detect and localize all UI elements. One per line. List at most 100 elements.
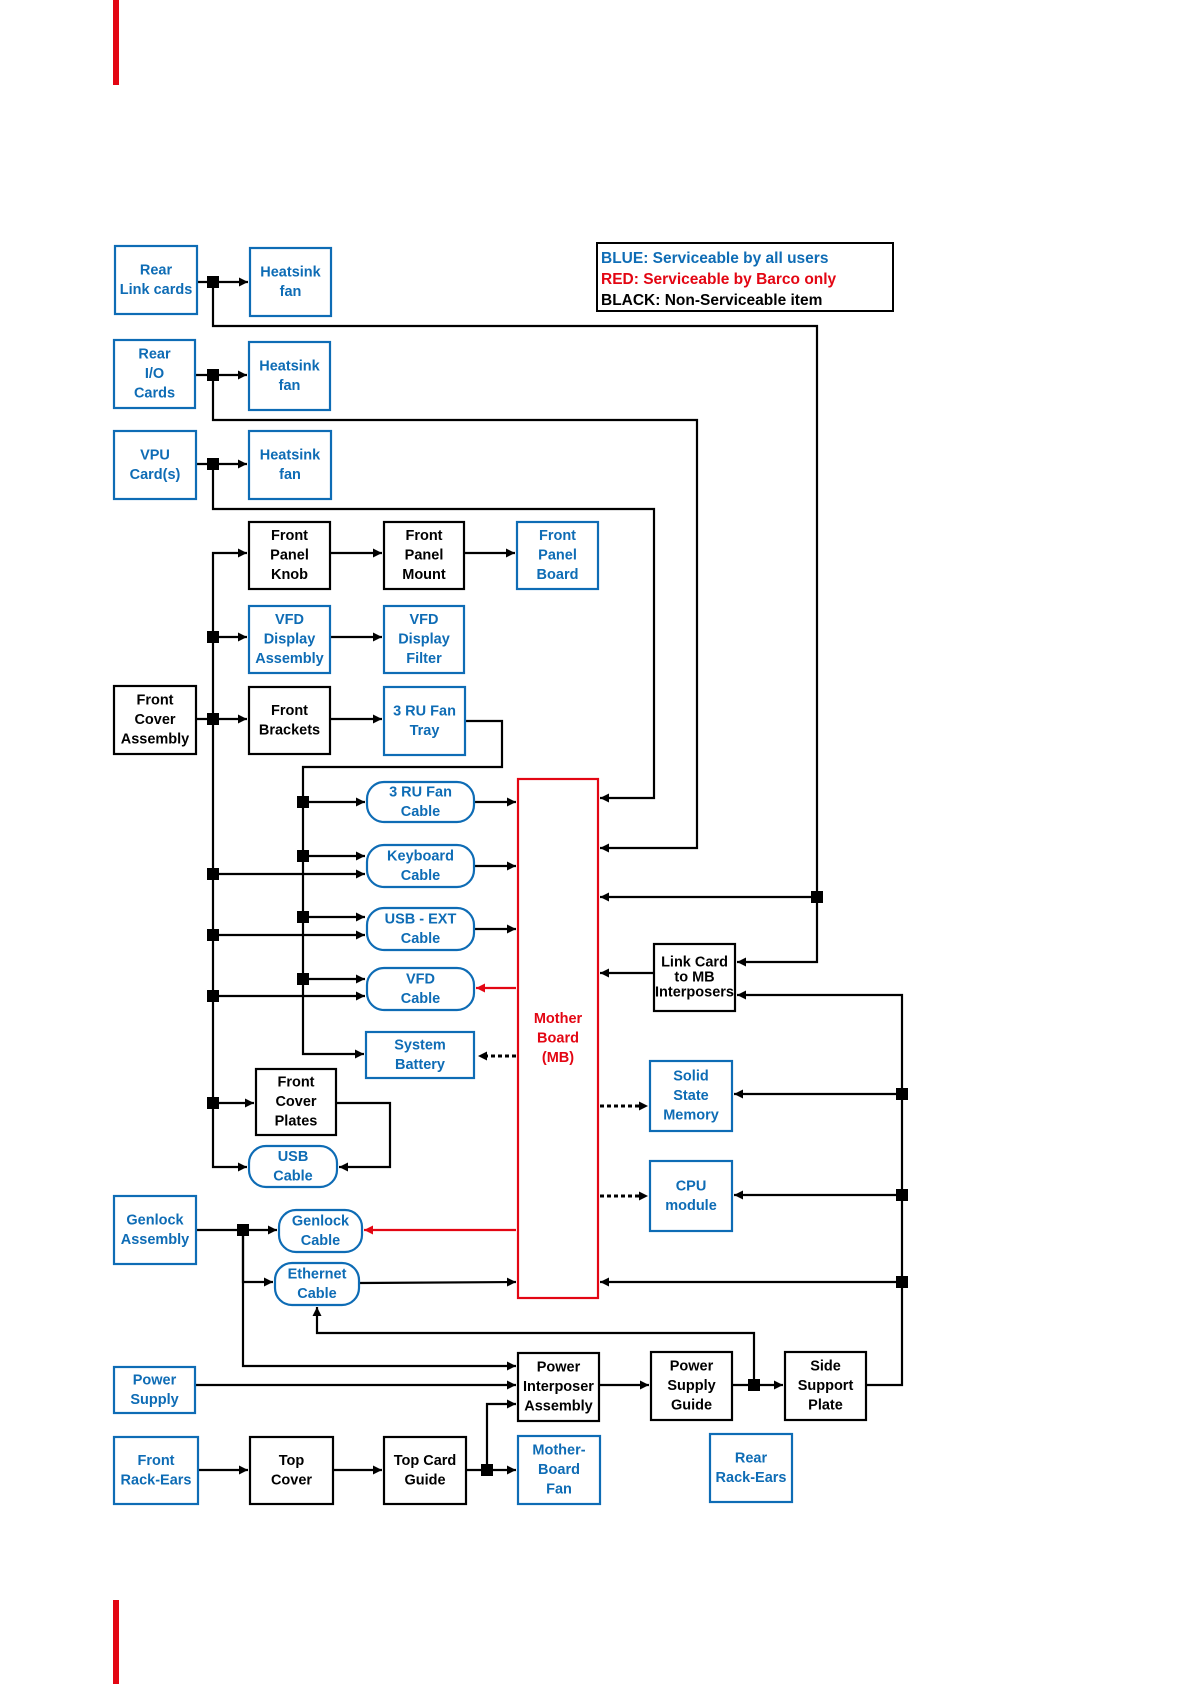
node-label: fan: [279, 378, 301, 394]
dashed-connector-arrowhead: [639, 1191, 648, 1201]
node-box: [247, 685, 332, 756]
node-label: Ethernet: [288, 1266, 347, 1282]
node-label: Brackets: [259, 722, 320, 738]
node-box: [648, 1059, 734, 1133]
legend-item-blue: BLUE: Serviceable by all users: [601, 250, 828, 267]
junction-square: [896, 1088, 908, 1100]
node-box: [382, 520, 466, 591]
connector-arrow: [211, 548, 247, 719]
node-label: Display: [264, 632, 316, 648]
node-label: Cable: [273, 1168, 313, 1184]
node-label: Rear: [138, 347, 171, 363]
junction-square: [207, 1097, 219, 1109]
node-label: I/O: [145, 366, 164, 382]
node-label: 3 RU Fan: [389, 784, 452, 800]
node-label: Board: [537, 567, 579, 583]
node-box: [516, 1434, 602, 1506]
node-label: Fan: [546, 1482, 572, 1498]
node-label: Front: [271, 703, 308, 719]
node-label: Supply: [130, 1392, 178, 1408]
node-box: [515, 520, 600, 591]
node-vfd-cable: VFD Cable: [365, 966, 476, 1012]
dashed-connector-arrowhead: [478, 1051, 487, 1061]
node-box: [247, 604, 332, 675]
connector-arrow: [211, 282, 819, 967]
node-label: Cable: [401, 991, 441, 1007]
node-label: Support: [798, 1378, 854, 1394]
node-box: [382, 685, 467, 757]
legend-text: Serviceable by Barco only: [643, 271, 836, 288]
node-label: Power: [133, 1372, 177, 1388]
node-label: Interposers: [655, 985, 734, 1001]
node-box: [273, 1261, 361, 1307]
node-label: Card(s): [130, 467, 181, 483]
node-label: Front: [277, 1075, 314, 1091]
connector-arrow: [485, 1399, 516, 1470]
node-label: USB: [278, 1149, 309, 1165]
node-box: [516, 1351, 601, 1423]
junction-square: [207, 276, 219, 288]
node-label: Filter: [406, 651, 442, 667]
node-label: Cards: [134, 386, 175, 402]
node-label: Mother-: [532, 1443, 585, 1459]
node-box: [112, 338, 197, 410]
node-label: Panel: [270, 548, 309, 564]
node-label: Rack-Ears: [716, 1470, 787, 1486]
node-label: Mount: [402, 567, 446, 583]
node-box: [247, 520, 332, 591]
node-box: [708, 1432, 794, 1504]
node-label: Tray: [410, 723, 440, 739]
node-box: [652, 942, 737, 1013]
node-label: Top: [279, 1453, 305, 1469]
node-label: Supply: [667, 1378, 715, 1394]
node-label: Heatsink: [259, 358, 320, 374]
connector-arrow: [211, 464, 656, 803]
legend-key: BLACK:: [601, 292, 665, 309]
legend-text: Non-Serviceable item: [665, 292, 823, 309]
connector-arrow: [211, 375, 699, 853]
junction-square: [207, 929, 219, 941]
node-box: [247, 340, 332, 412]
node-box: [112, 1365, 197, 1415]
node-label: Rear: [140, 262, 173, 278]
junction-square: [748, 1379, 760, 1391]
node-box: [365, 780, 476, 824]
node-box: [112, 429, 198, 501]
node-label: Plate: [808, 1398, 843, 1414]
node-label: Rear: [735, 1450, 768, 1466]
node-label: Top Card: [394, 1453, 457, 1469]
node-box: [648, 1159, 734, 1233]
node-label: VFD: [406, 971, 435, 987]
node-label: Power: [670, 1359, 714, 1375]
node-label: Solid: [673, 1069, 708, 1085]
node-box: [783, 1350, 868, 1422]
connector-arrow: [336, 1101, 392, 1172]
node-label: 3 RU Fan: [393, 703, 456, 719]
legend-item-black: BLACK: Non-Serviceable item: [601, 292, 822, 309]
top-margin-bar: [113, 0, 119, 85]
node-label: Heatsink: [260, 264, 321, 280]
node-label: State: [673, 1088, 708, 1104]
node-label: Front: [405, 528, 442, 544]
node-label: Assembly: [121, 732, 190, 748]
node-box: [254, 1067, 338, 1137]
junction-square: [237, 1224, 249, 1236]
